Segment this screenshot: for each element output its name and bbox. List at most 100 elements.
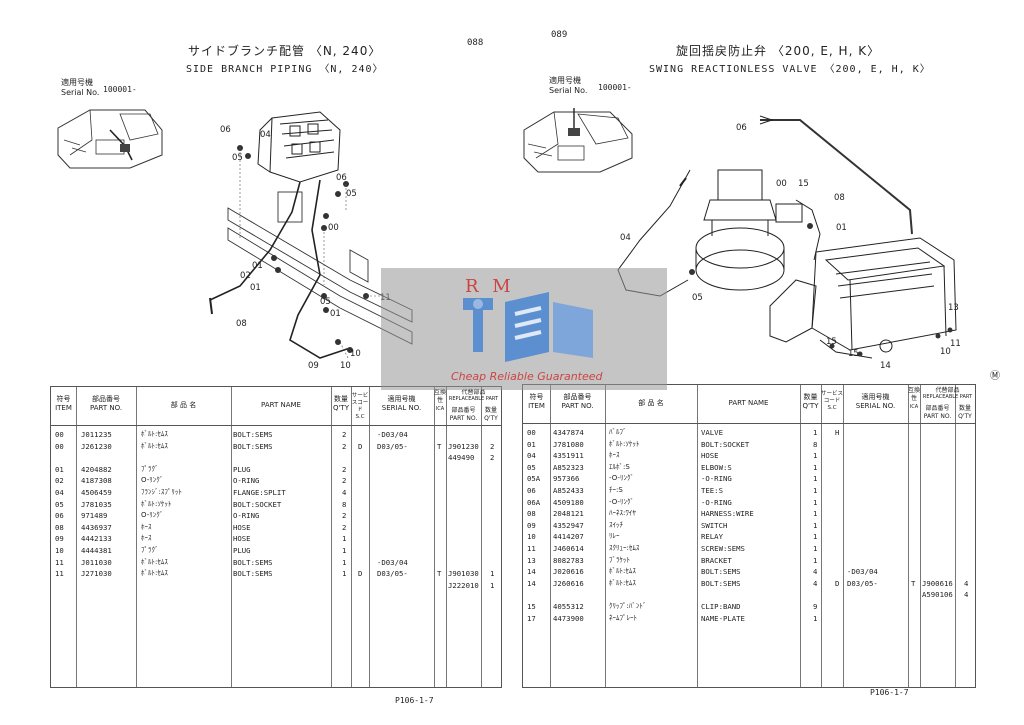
cell-name: FLANGE:SPLIT bbox=[233, 488, 286, 497]
cell-jp: ﾎﾞﾙﾄ:ｾﾑｽ bbox=[141, 557, 168, 566]
cell-jp: ﾎﾞﾙﾄ:ｾﾑｽ bbox=[609, 578, 636, 587]
left-callout: 00 bbox=[328, 223, 339, 233]
hdr-name-en: PART NAME bbox=[728, 399, 769, 407]
cell-rqty: 1 bbox=[490, 580, 495, 590]
right-callout: 15 bbox=[798, 179, 809, 189]
right-callout: 06 bbox=[736, 123, 747, 133]
cell-jp: O-ﾘﾝｸﾞ bbox=[141, 511, 164, 520]
cell-item: 10 bbox=[527, 532, 536, 542]
cell-qty: 1 bbox=[813, 532, 818, 542]
cell-part: 4351911 bbox=[553, 451, 584, 461]
right-callout: 10 bbox=[940, 347, 951, 357]
cell-name: BOLT:SEMS bbox=[233, 557, 273, 567]
cell-part: 4473900 bbox=[553, 613, 584, 623]
hdr-sc-jp: サービスコード bbox=[821, 391, 844, 404]
watermark-brand: R M bbox=[465, 276, 515, 297]
cell-item: 11 bbox=[55, 569, 64, 579]
cell-rpart: J222010 bbox=[448, 580, 479, 590]
left-callout: 05 bbox=[346, 189, 357, 199]
cell-part: J011235 bbox=[81, 430, 112, 439]
cell-jp: ﾌﾞﾗｹｯﾄ bbox=[609, 555, 630, 564]
cell-qty: 1 bbox=[813, 486, 818, 495]
right-callout: 00 bbox=[776, 179, 787, 189]
cell-qty: 1 bbox=[813, 555, 818, 565]
cell-sc: D bbox=[835, 578, 840, 588]
cell-qty: 4 bbox=[813, 567, 818, 577]
right-title-jp: 旋回揺戻防止弁 〈200, E, H, K〉 bbox=[676, 44, 881, 58]
hdr-serial-en: SERIAL NO. bbox=[381, 404, 422, 412]
hdr-ica-en: ICA bbox=[435, 406, 445, 412]
hdr-rqty-en: Q'TY bbox=[484, 415, 498, 422]
right-callout: 08 bbox=[834, 193, 845, 203]
cell-name: ELBOW:S bbox=[701, 462, 732, 472]
cell-part: J460614 bbox=[553, 544, 584, 553]
cell-qty: 1 bbox=[813, 428, 818, 437]
cell-name: CLIP:BAND bbox=[701, 602, 741, 611]
hdr-rpart-jp: 部品番号 bbox=[925, 405, 950, 412]
right-callout: 13 bbox=[948, 303, 959, 313]
cell-serial: D03/05- bbox=[377, 569, 408, 579]
cell-item: 05 bbox=[55, 499, 64, 509]
cell-jp: O-ﾘﾝｸﾞ bbox=[141, 476, 164, 485]
right-footer: P106-1-7 bbox=[870, 688, 909, 697]
right-callout: 04 bbox=[620, 233, 631, 243]
cell-jp: -O-ﾘﾝｸﾞ bbox=[609, 497, 634, 506]
left-callout: 01 bbox=[250, 283, 261, 293]
cell-name: SCREW:SEMS bbox=[701, 544, 745, 553]
right-exploded-diagram: 06 00 15 08 01 04 05 13 15 15 14 11 10 bbox=[617, 115, 961, 371]
cell-item: 05 bbox=[527, 462, 536, 472]
right-corner-mark: Ⓜ bbox=[990, 371, 1000, 382]
cell-jp: ﾘﾚｰ bbox=[609, 532, 620, 541]
hdr-part-en: PART NO. bbox=[561, 402, 594, 410]
cell-part: 4509180 bbox=[553, 497, 584, 507]
cell-item: 11 bbox=[55, 557, 64, 567]
cell-item: 13 bbox=[527, 555, 536, 565]
left-callout: 06 bbox=[336, 173, 347, 183]
cell-item: 02 bbox=[55, 476, 64, 486]
hdr-repl-en: REPLACEABLE PART bbox=[448, 396, 499, 402]
right-callout: 15 bbox=[826, 337, 837, 347]
cell-name: PLUG bbox=[233, 546, 251, 555]
cell-qty: 9 bbox=[813, 602, 818, 611]
hdr-rpart-jp: 部品番号 bbox=[451, 407, 476, 414]
cell-jp: ﾎｰｽ bbox=[609, 451, 620, 460]
right-page-number: 089 bbox=[551, 30, 568, 40]
left-callout: 09 bbox=[308, 361, 319, 371]
hdr-rqty-en: Q'TY bbox=[958, 413, 972, 420]
cell-rqty: 4 bbox=[964, 578, 969, 588]
hdr-ica-en: ICA bbox=[909, 404, 919, 410]
right-machine-thumbnail bbox=[523, 108, 633, 173]
cell-jp: ﾌﾗﾝｼﾞ:ｽﾌﾟﾘｯﾄ bbox=[141, 488, 182, 496]
hdr-item-jp: 符号 bbox=[529, 393, 544, 401]
hdr-item-en: ITEM bbox=[528, 402, 545, 410]
cell-part: 4204882 bbox=[81, 464, 112, 474]
hdr-rqty-jp: 数量 bbox=[958, 405, 971, 412]
cell-jp: ｽｲｯﾁ bbox=[609, 520, 623, 529]
cell-rqty: 1 bbox=[490, 569, 495, 579]
cell-item: 09 bbox=[55, 534, 64, 544]
cell-jp: ﾁｰ:S bbox=[609, 486, 623, 494]
hdr-qty-en: Q'TY bbox=[333, 404, 349, 412]
cell-item: 09 bbox=[527, 520, 536, 530]
hdr-qty-en: Q'TY bbox=[802, 402, 819, 410]
cell-qty: 1 bbox=[342, 546, 347, 555]
cell-name: HARNESS:WIRE bbox=[701, 509, 754, 519]
cell-part: J781035 bbox=[81, 499, 112, 509]
cell-qty: 1 bbox=[813, 474, 818, 484]
hdr-name-jp: 部 品 名 bbox=[638, 399, 664, 407]
left-title-jp: サイドブランチ配管 〈N, 240〉 bbox=[188, 44, 382, 58]
